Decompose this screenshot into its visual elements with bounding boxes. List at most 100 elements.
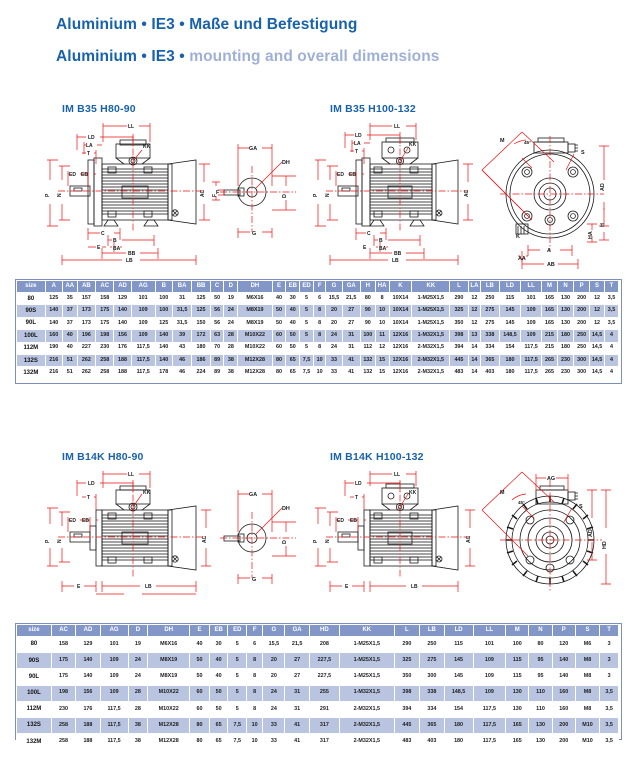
cell-dh: M8X19: [147, 668, 191, 686]
cell-e: 60: [271, 341, 287, 355]
cell-bb: 186: [191, 353, 211, 368]
cell-s: 14,5: [589, 366, 606, 380]
cell-ab: 173: [76, 304, 97, 318]
cell-l: 325: [449, 304, 469, 318]
cell-size: 90S: [16, 652, 52, 670]
cell-ac: 258: [95, 366, 115, 380]
column-header-ag: AG: [99, 624, 129, 637]
cell-ld: 145: [443, 652, 474, 670]
svg-text:P: P: [313, 193, 319, 197]
cell-f: 10: [246, 716, 264, 735]
cell-h: 80: [359, 291, 376, 306]
cell-aa: 40: [61, 329, 78, 343]
column-header-bb: BB: [191, 280, 211, 293]
cell-g: 33: [325, 353, 343, 368]
cell-s: M8: [574, 700, 601, 718]
cell-f: 8: [246, 700, 264, 718]
cell-e: 80: [189, 733, 210, 751]
column-header-g: G: [325, 280, 343, 293]
cell-e: 60: [189, 700, 210, 718]
cell-ag: 101: [99, 635, 129, 654]
cell-t: 4: [604, 366, 619, 380]
svg-text:P: P: [45, 539, 51, 543]
dim-label-H: H: [600, 223, 606, 227]
cell-lb: 403: [480, 366, 500, 380]
cell-kk: 1-M25X1,5: [338, 635, 395, 654]
cell-ac: 198: [50, 684, 77, 702]
dim-label-BA: BA: [113, 246, 121, 252]
cell-n: 230: [557, 353, 575, 368]
cell-ha: 10: [374, 304, 390, 318]
cell-dh: M6X16: [147, 635, 191, 654]
cell-eb: 40: [285, 316, 301, 331]
cell-ba: 31,5: [171, 304, 193, 318]
cell-s: 12: [589, 304, 606, 318]
cell-d: 28: [127, 684, 149, 702]
cell-ag: 117,5: [99, 733, 129, 751]
cell-kk: 1-M32X1,5: [411, 329, 451, 343]
cell-lb: 275: [480, 316, 500, 331]
cell-b: 140: [154, 341, 173, 355]
cell-t: 3,5: [599, 716, 619, 735]
cell-ed: 5: [299, 316, 314, 331]
cell-ed: 5: [227, 668, 248, 686]
svg-text:E: E: [363, 245, 367, 251]
cell-la: 12: [467, 291, 482, 306]
cell-c: 89: [209, 353, 225, 368]
cell-ll: 109: [472, 652, 507, 670]
cell-f: 10: [312, 353, 327, 368]
svg-text:N: N: [325, 193, 331, 197]
page-title-en: Aluminium • IE3 • mounting and overall d…: [56, 48, 440, 66]
cell-eb: 65: [208, 733, 229, 751]
svg-text:C: C: [367, 231, 371, 237]
cell-ed: 5: [227, 652, 248, 670]
cell-hd: 317: [308, 733, 340, 751]
cell-p: 140: [551, 652, 576, 670]
cell-n: 110: [528, 684, 553, 702]
cell-s: M8: [574, 652, 601, 670]
cell-ga: 41: [284, 716, 310, 735]
svg-text:LL: LL: [394, 124, 400, 130]
cell-g: 33: [262, 716, 286, 735]
dim-label-B: B: [113, 238, 117, 244]
cell-hd: 291: [308, 700, 340, 718]
cell-ac: 230: [50, 700, 77, 718]
cell-m: 165: [505, 716, 530, 735]
cell-n: 130: [557, 316, 575, 331]
column-header-size: size: [16, 280, 46, 293]
cell-f: 6: [312, 291, 327, 306]
column-header-f: F: [312, 280, 327, 293]
cell-b: 178: [154, 366, 173, 380]
cell-kk: 1-M25X1,5: [338, 652, 395, 670]
cell-h: 90: [359, 316, 376, 331]
cell-hd: 255: [308, 684, 340, 702]
cell-ad: 140: [75, 668, 101, 686]
cell-ld: 148,5: [443, 684, 474, 702]
cell-ac: 175: [50, 668, 77, 686]
cell-d: 19: [223, 291, 239, 306]
svg-shaft-detail-1: GA DH D G F: [216, 144, 296, 238]
dim-label-AG: AG: [547, 476, 555, 482]
section-heading-b14k-h100-132: IM B14K H100-132: [330, 451, 424, 463]
cell-a: 140: [44, 304, 63, 318]
column-header-ed: ED: [299, 280, 314, 293]
cell-hd: 227,5: [308, 652, 340, 670]
dim-label-KK: KK: [143, 144, 151, 150]
cell-ac: 258: [50, 716, 77, 735]
cell-a: 216: [44, 366, 63, 380]
dim-label-GA: GA: [249, 146, 257, 152]
cell-m: 165: [540, 291, 559, 306]
column-header-b: B: [154, 280, 173, 293]
cell-ag: 117,5: [130, 366, 156, 380]
cell-lb: 250: [480, 291, 500, 306]
cell-ld: 115: [443, 635, 474, 654]
svg-text:DH: DH: [282, 506, 290, 512]
cell-l: 350: [449, 316, 469, 331]
cell-lb: 403: [419, 733, 445, 751]
cell-ag: 117,5: [99, 716, 129, 735]
cell-l: 290: [393, 635, 421, 654]
cell-p: 160: [551, 684, 576, 702]
